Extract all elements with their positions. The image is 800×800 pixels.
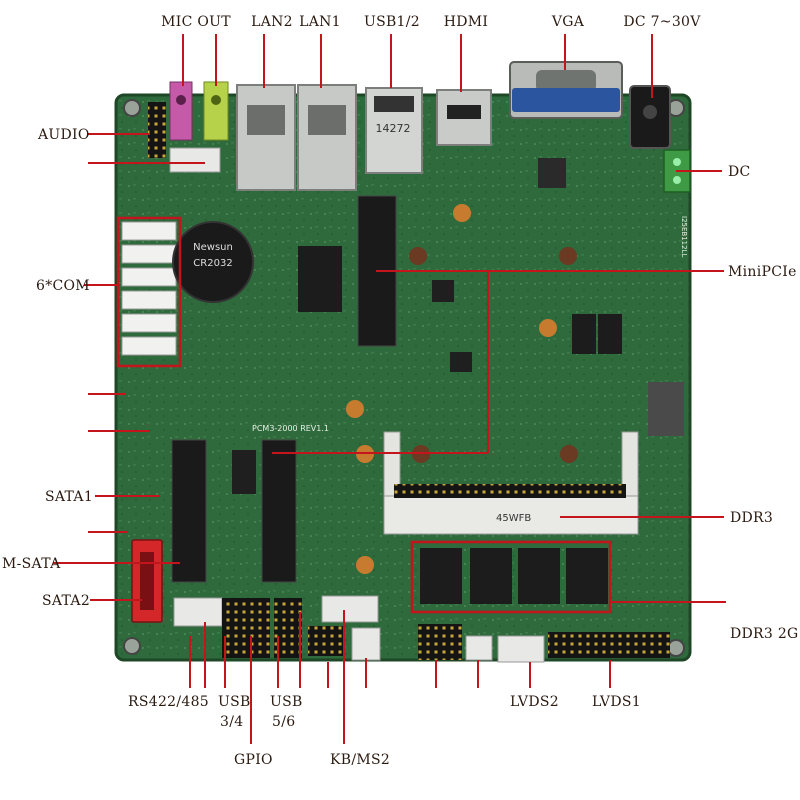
audio-label: AUDIO (37, 127, 90, 143)
usb-chip-marking: 14272 (376, 122, 411, 135)
usb12-port: 14272 (365, 87, 423, 174)
chip-tiny-2 (450, 352, 472, 372)
com-label: 6*COM (36, 278, 90, 294)
usb56-label-line2: 5/6 (272, 714, 295, 730)
standoff (453, 204, 471, 222)
mic-out-label: MIC OUT (161, 14, 231, 30)
com-highlight-frame (116, 216, 182, 368)
rs422-label: RS422/485 (128, 694, 209, 710)
audio-header (148, 102, 166, 158)
cmos-battery: Newsun CR2032 (172, 221, 254, 303)
msata-label: M-SATA (2, 556, 61, 572)
usb56-label-line1: USB (270, 694, 303, 710)
via-hole-4 (560, 445, 578, 463)
battery-brand: Newsun (193, 242, 233, 253)
ddr3-2g-label: DDR3 2G (730, 626, 799, 642)
usb34-label-line1: USB (218, 694, 251, 710)
dc-jack (629, 85, 671, 149)
battery-model: CR2032 (193, 258, 232, 269)
hdmi-port (436, 89, 492, 146)
dimm-label: 45WFB (496, 513, 531, 524)
gpio-header (308, 626, 344, 656)
audio-jack-out (203, 81, 229, 141)
small-white-connector (351, 627, 381, 661)
msata-slot (261, 439, 297, 583)
hdmi-label: HDMI (444, 14, 489, 30)
chip-mosfet (572, 314, 596, 354)
minipcie-label: MiniPCIe (728, 264, 797, 280)
lan1-label: LAN1 (299, 14, 341, 30)
ddr3-onboard-chips (420, 548, 608, 604)
rs422-connector (173, 597, 223, 627)
mini-slot-left (171, 439, 207, 583)
via-hole (409, 247, 427, 265)
chip-tiny (432, 280, 454, 302)
usb34-header (222, 598, 270, 658)
inductor (648, 382, 684, 436)
standoff-2 (539, 319, 557, 337)
via-hole-2 (559, 247, 577, 265)
com-connectors (121, 221, 177, 356)
lvds1-label: LVDS1 (592, 694, 641, 710)
lan2-label: LAN2 (251, 14, 293, 30)
lan2-port (236, 84, 296, 191)
sata2-label: SATA2 (42, 593, 90, 609)
sata2-connector (131, 539, 163, 623)
kbms-label: KB/MS2 (330, 752, 390, 768)
board-side-code: I25EB112LL (680, 216, 688, 257)
lvds2-connector (465, 635, 493, 661)
ddr3-label: DDR3 (730, 510, 773, 526)
vga-port (509, 61, 623, 119)
ddr3-2g-highlight-frame (410, 540, 612, 614)
gpio-label: GPIO (234, 752, 273, 768)
white-header (169, 147, 221, 173)
chip-small (538, 158, 566, 188)
chip-mosfet-2 (598, 314, 622, 354)
sata1-label: SATA1 (45, 489, 93, 505)
lvds1-header (548, 632, 670, 658)
callout-lines (53, 34, 726, 744)
chip-super-io (298, 246, 342, 312)
usb12-label: USB1/2 (364, 14, 420, 30)
standoff-3 (346, 400, 364, 418)
usb34-label-line2: 3/4 (220, 714, 243, 730)
kbms-connector (321, 595, 379, 623)
standoff-5 (356, 556, 374, 574)
audio-jack-mic (169, 81, 193, 141)
lan1-port (297, 84, 357, 191)
ddr3-slot: 45WFB (383, 431, 639, 535)
lvds2-power-connector (497, 635, 545, 663)
lvds2-label: LVDS2 (510, 694, 559, 710)
chip-regulator (232, 450, 256, 494)
dc-input-label: DC 7~30V (623, 14, 701, 30)
dc-label: DC (728, 164, 751, 180)
lvds-header-2 (418, 624, 462, 660)
vga-label: VGA (551, 14, 585, 30)
board-model: PCM3-2000 REV1.1 (252, 424, 329, 433)
